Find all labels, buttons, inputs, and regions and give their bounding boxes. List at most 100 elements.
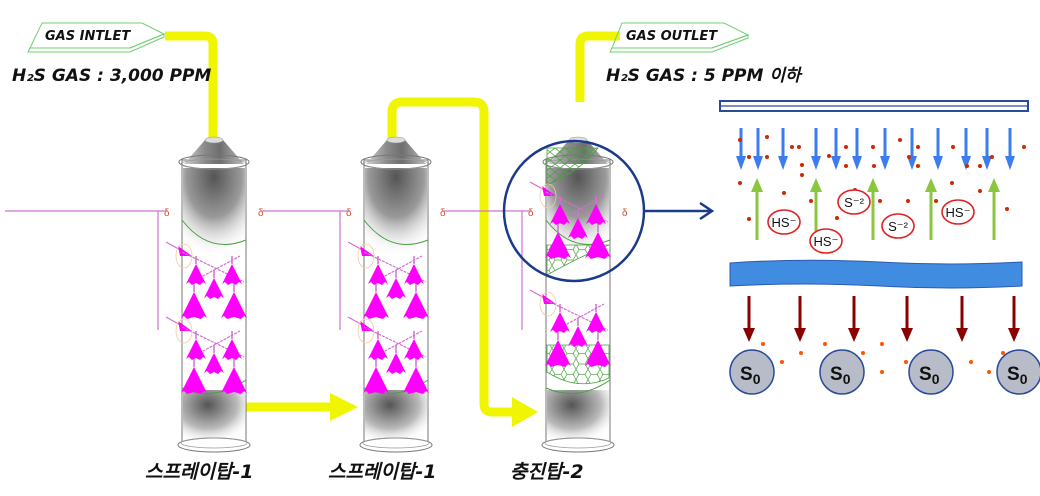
h2s-particle [878,199,882,203]
flow-arrowhead-2 [512,397,538,427]
feed-arrow [360,321,374,331]
spray-nozzle [181,292,207,319]
h2s-particle [747,155,751,159]
h2s-particle [790,145,794,149]
particle [823,342,827,346]
spray-nozzle [586,204,606,225]
ion-label: S⁻² [888,219,909,234]
h2s-particle [800,163,804,167]
particle [987,370,991,374]
liquid-boundary [545,219,611,245]
spray-nozzle [368,339,388,360]
spray-nozzle [403,292,429,319]
spray-nozzle [545,340,571,367]
h2s-particle [835,216,839,220]
h2s-particle [747,217,751,221]
valve-icon: δ [258,208,264,219]
sulfur-precipitate [908,349,954,395]
h2s-particle [916,145,920,149]
spray-nozzle [585,232,611,259]
feed-arrow [542,294,556,304]
h2s-particle [1022,145,1026,149]
spray-nozzle [186,339,206,360]
sulfur-precipitate [819,349,865,395]
h2s-particle [827,154,831,158]
h2s-particle [934,199,938,203]
h2s-particle [907,155,911,159]
feed-arrow [178,246,192,256]
outlet-concentration: H₂S GAS : 5 PPM 이하 [606,66,803,86]
particle [861,351,865,355]
spray-nozzle [404,264,424,285]
spray-nozzle [368,264,388,285]
spray-nozzle [363,292,389,319]
spray-nozzle [550,312,570,333]
spray-nozzle [221,367,247,394]
spray-nozzle [585,340,611,367]
gas-pipes [165,31,620,417]
ion-bubble [767,209,801,235]
zoom-connector-arrow [644,201,715,221]
spray-nozzle [186,264,206,285]
spray-nozzle [386,278,406,299]
gas-outlet-label: GAS OUTLET [626,29,718,44]
h2s-particle [797,145,801,149]
particle [1001,351,1005,355]
outlet-pipe [575,31,620,102]
ion-bubble [941,199,975,225]
liquid-boundary [545,379,611,394]
ion-label: HS⁻ [946,205,971,220]
valve-icon: δ [528,208,534,219]
tower-label-2: 스프레이탑-1 [328,461,437,483]
h2s-particle [872,164,876,168]
spray-nozzle [221,292,247,319]
ion-label: HS⁻ [814,234,839,249]
feed-arrow [542,186,556,196]
particle [904,360,908,364]
particle [969,360,973,364]
spray-nozzle [363,367,389,394]
gas-inlet-tag: GAS INTLET [27,22,166,53]
h2s-particle [951,145,955,149]
flow-arrowhead-1 [330,393,358,421]
h2s-particle [1005,207,1009,211]
h2s-particle [950,181,954,185]
feed-arrow [360,246,374,256]
h2s-particle [844,164,848,168]
h2s-particle [978,189,982,193]
h2s-particle [800,173,804,177]
spray-nozzle [204,353,224,374]
h2s-particle [871,145,875,149]
inlet-pipe [165,31,218,145]
h2s-particle [765,155,769,159]
ion-bubble [809,228,843,254]
tower-cone [366,140,426,164]
spray-nozzle [181,367,207,394]
valve-icon: δ [164,208,170,219]
tower-cone [184,140,244,164]
spray-nozzle [403,367,429,394]
ion-label: HS⁻ [772,215,797,230]
h2s-particle [738,138,742,142]
spray-nozzle [204,278,224,299]
liquid-boundary [363,219,429,245]
h2s-particle [765,135,769,139]
h2s-particle [906,199,910,203]
ion-bubble [881,213,915,239]
liquid-boundary [181,219,247,245]
valve-icon: δ [440,208,446,219]
h2s-particle [844,145,848,149]
h2s-particle [916,164,920,168]
gas-inlet-label: GAS INTLET [45,29,131,44]
feed-arrow [178,321,192,331]
spray-nozzle [222,264,242,285]
valve-icon: δ [346,208,352,219]
inlet-concentration: H₂S GAS : 3,000 PPM [12,66,211,86]
h2s-particle [809,199,813,203]
spray-nozzle [586,312,606,333]
